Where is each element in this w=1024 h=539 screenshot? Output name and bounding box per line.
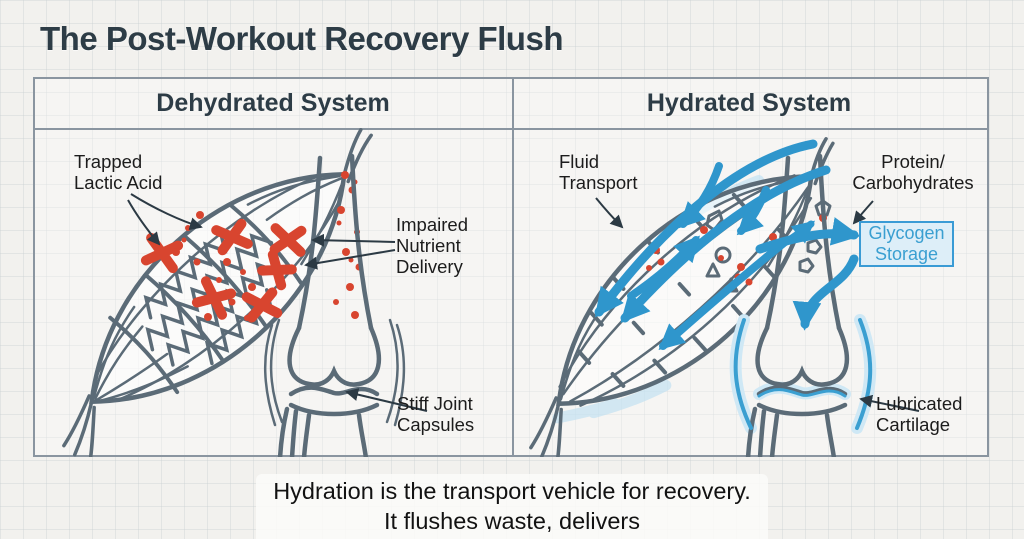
waste-dots [172, 171, 363, 321]
panel-header-row: Dehydrated System Hydrated System [35, 79, 987, 130]
label-fluid-transport: Fluid Transport [559, 151, 638, 193]
annotation-arrows-left [127, 193, 428, 412]
label-impaired-nutrient-delivery: Impaired Nutrient Delivery [396, 214, 468, 277]
panel-title-dehydrated: Dehydrated System [156, 89, 390, 117]
glycogen-storage-box: Glycogen Storage [859, 221, 954, 267]
synovial-fluid-lines [733, 318, 873, 430]
label-stiff-joint-capsules: Stiff Joint Capsules [397, 393, 475, 435]
dehydrated-illustration [62, 128, 428, 457]
panel-divider [512, 79, 514, 455]
page-title: The Post-Workout Recovery Flush [40, 20, 563, 57]
joint-capsule-hatching [263, 318, 406, 427]
stiff-knee-joint [263, 153, 406, 457]
label-lubricated-cartilage: Lubricated Cartilage [876, 393, 963, 435]
label-protein-carbohydrates: Protein/ Carbohydrates [852, 151, 974, 193]
tendon-lines [62, 128, 373, 457]
label-trapped-lactic-acid: Trapped Lactic Acid [74, 151, 163, 193]
caption: Hydration is the transport vehicle for r… [256, 474, 768, 539]
panel-title-hydrated: Hydrated System [646, 89, 852, 117]
arrow-to-joint [792, 254, 859, 331]
lubricated-knee-joint [729, 153, 877, 457]
fluid-flow-arrows [594, 139, 861, 350]
tendon-lines [529, 137, 835, 457]
hydrated-illustration [529, 137, 920, 457]
annotation-arrows-right [595, 197, 920, 412]
lactic-acid-x-marks [140, 218, 307, 323]
